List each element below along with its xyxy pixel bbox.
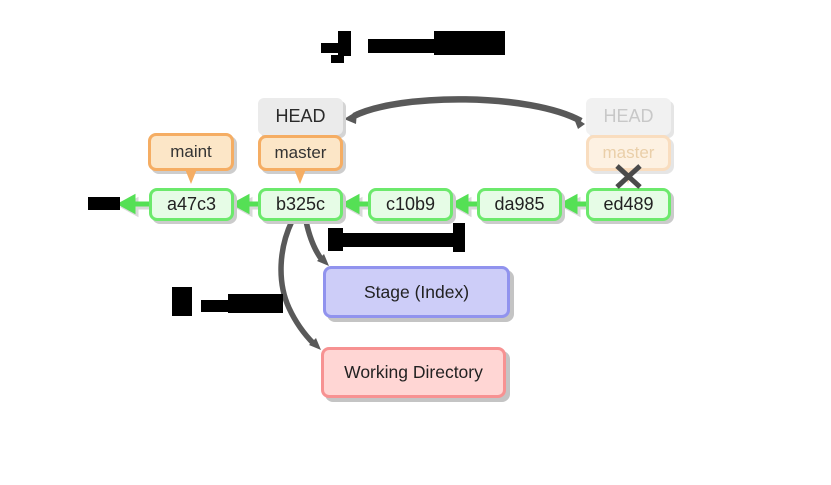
redaction-title-text [434,31,505,55]
branch-label-master: master [258,135,343,171]
stage-index-box: Stage (Index) [323,266,510,318]
commit-node-da985: da985 [477,188,562,221]
stage-arrowhead [317,254,329,266]
redaction-stage-arrow-text [328,228,343,251]
commit-id: da985 [494,194,545,214]
commit-id: a47c3 [166,194,217,214]
head-label: HEAD [258,98,343,135]
commit-node-a47c3: a47c3 [149,188,234,221]
redaction-left-text [201,300,228,312]
redaction-command-icon [321,43,342,53]
redaction-title-text [368,39,434,53]
checkout-to-working-curve [278,219,316,346]
head-move-arc [352,96,583,124]
faded-branch-label-master: master [586,135,671,171]
stage-index-label: Stage (Index) [363,281,470,302]
commit-node-ed489: ed489 [586,188,671,221]
head-text: HEAD [603,106,654,126]
working-directory-box: Working Directory [321,347,506,398]
branch-name: maint [170,142,212,161]
head-move-arrowhead-left [344,111,357,124]
branch-name: master [274,143,327,162]
checkout-to-stage-curve [303,220,325,262]
redaction-stage-arrow-text [453,223,465,252]
master-pointer-stem [294,169,306,184]
commit-node-b325c: b325c [258,188,343,221]
working-arrowhead [309,338,321,350]
commit-node-c10b9: c10b9 [368,188,453,221]
faded-head-label: HEAD [586,98,671,135]
redaction-history-text [88,197,120,210]
maint-pointer-stem [185,169,197,184]
redaction-stage-arrow-text [343,233,455,247]
redaction-left-text [228,294,283,313]
head-move-arrowhead-right [573,116,585,129]
commit-id: c10b9 [385,194,436,214]
head-text: HEAD [275,106,326,126]
commit-id: b325c [275,194,326,214]
branch-label-maint: maint [148,133,234,171]
commit-id: ed489 [603,194,654,214]
branch-name: master [602,143,655,162]
redaction-left-icon [172,287,192,316]
redaction-command-icon [331,55,344,63]
faded-master-pointer-stem [622,169,634,184]
working-directory-label: Working Directory [344,362,483,382]
